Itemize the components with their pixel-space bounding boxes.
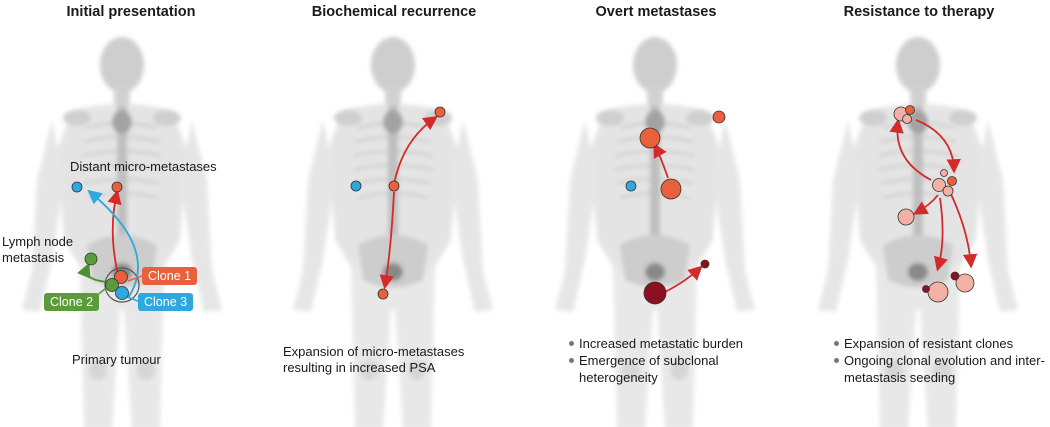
- skeleton-scan-4: [788, 0, 1050, 427]
- arrow-pelvis: [664, 265, 703, 293]
- panel-overt-metastases: Overt metastases Increased metastatic bu…: [525, 0, 787, 427]
- met-pelvis-large: [927, 281, 949, 303]
- bullets-resistance: Expansion of resistant clones Ongoing cl…: [832, 335, 1046, 386]
- met-chest-b: [947, 176, 957, 186]
- met-chest-c: [942, 185, 954, 197]
- clone1-cell: [114, 270, 128, 284]
- skeleton-scan-1: [0, 0, 262, 427]
- panel-title: Biochemical recurrence: [311, 4, 477, 20]
- micromet-red: [111, 181, 123, 193]
- arrow-clone2-to-lymph: [77, 262, 109, 283]
- arrow-clone1-to-distant: [107, 189, 122, 276]
- bullet-item: Increased metastatic burden: [567, 335, 777, 352]
- arrow-to-pelvis: [379, 191, 395, 290]
- clone3-cell: [115, 286, 129, 300]
- panel-title: Initial presentation: [66, 4, 196, 20]
- bullet-item: Ongoing clonal evolution and inter-metas…: [832, 352, 1046, 386]
- met-blue: [625, 180, 637, 192]
- panel-initial-presentation: Initial presentation Distant micro-metas…: [0, 0, 262, 427]
- met-shoulder: [434, 106, 446, 118]
- clone1-tag: Clone 1: [142, 267, 198, 285]
- met-chest-d: [940, 169, 948, 177]
- met-blue: [350, 180, 362, 192]
- met-shoulder-c: [902, 114, 912, 124]
- label-primary-tumour: Primary tumour: [72, 352, 161, 367]
- met-large-mid: [660, 178, 682, 200]
- arrow-chest-to-pelvis: [934, 197, 948, 272]
- panel-title: Resistance to therapy: [843, 4, 995, 20]
- arrow-chest-to-shoulder: [889, 118, 932, 181]
- primary-tumour-outline: [104, 267, 140, 303]
- micromet-blue: [71, 181, 83, 193]
- bullet-item: Expansion of resistant clones: [832, 335, 1046, 352]
- arrow-upward: [653, 142, 669, 179]
- met-pelvis: [377, 288, 389, 300]
- label-distant-micrometastases: Distant micro-metastases: [70, 159, 217, 174]
- panel-resistance-to-therapy: Resistance to therapy Expansion of resis…: [788, 0, 1050, 427]
- skeleton-scan-3: [525, 0, 787, 427]
- bullet-item: Emergence of subclonal heterogeneity: [567, 352, 777, 386]
- lymph-node-met: [84, 252, 98, 266]
- clone2-cell: [105, 278, 119, 292]
- panel-title: Overt metastases: [595, 4, 717, 20]
- label-lymph-node-metastasis: Lymph node metastasis: [2, 234, 74, 265]
- met-dark-a: [950, 271, 960, 281]
- clone3-tag: Clone 3: [138, 293, 194, 311]
- met-dark-small: [700, 259, 710, 269]
- met-red: [388, 180, 400, 192]
- met-shoulder: [712, 110, 726, 124]
- met-hip-large: [955, 273, 975, 293]
- caption-biochemical: Expansion of micro-metastases resulting …: [283, 344, 465, 375]
- arrow-clone3-to-distant: [87, 189, 139, 299]
- panel-biochemical-recurrence: Biochemical recurrence Expansion of micr…: [263, 0, 525, 427]
- met-shoulder-b: [905, 105, 915, 115]
- met-dark-b: [922, 285, 930, 293]
- arrow-to-shoulder: [393, 115, 438, 185]
- skeleton-scan-2: [263, 0, 525, 427]
- met-large-upper: [639, 127, 661, 149]
- met-left-rib: [897, 208, 915, 226]
- met-dark-pelvis: [643, 281, 667, 305]
- met-chest-a: [932, 178, 946, 192]
- arrow-chest-to-left: [912, 194, 939, 215]
- clone2-tag: Clone 2: [44, 293, 100, 311]
- arrow-shoulder-to-chest: [915, 119, 961, 174]
- arrow-chest-to-hip: [949, 191, 978, 269]
- bullets-overt: Increased metastatic burden Emergence of…: [567, 335, 777, 386]
